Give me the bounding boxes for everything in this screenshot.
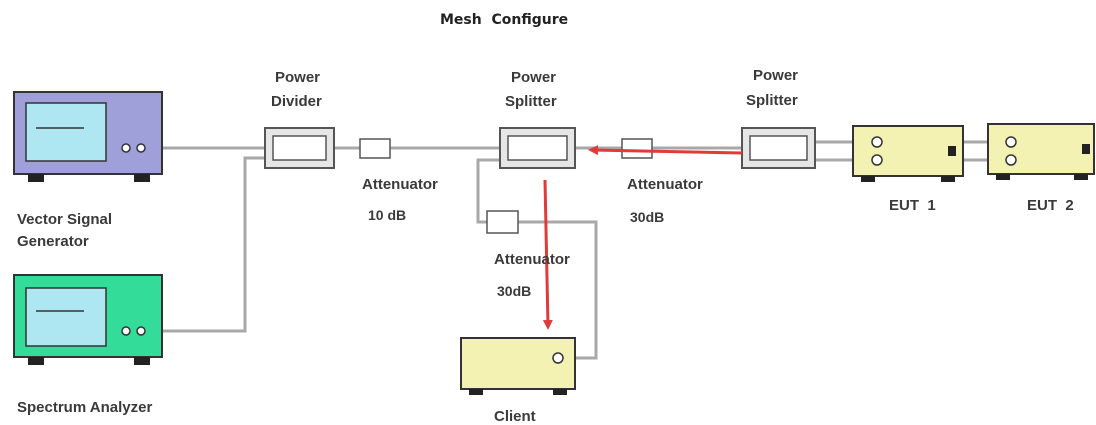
power-divider bbox=[264, 127, 335, 169]
cable-attclient-client bbox=[518, 220, 598, 360]
power-splitter-1-label-line1: Power bbox=[511, 69, 556, 86]
client-device bbox=[460, 337, 576, 395]
eut-2-label: EUT 2 bbox=[1027, 197, 1074, 214]
power-splitter-2-label-line2: Splitter bbox=[746, 92, 798, 109]
power-splitter-1 bbox=[499, 127, 576, 169]
power-divider-label-line1: Power bbox=[275, 69, 320, 86]
attenuator-10db bbox=[359, 138, 391, 159]
sa-label: Spectrum Analyzer bbox=[17, 399, 152, 416]
attenuator-30db-right-value: 30dB bbox=[630, 209, 664, 225]
eut-1-label: EUT 1 bbox=[889, 197, 936, 214]
attenuator-10db-value: 10 dB bbox=[368, 207, 406, 223]
eut-2 bbox=[987, 123, 1095, 180]
power-splitter-2 bbox=[741, 127, 816, 169]
vsg-label-line2: Generator bbox=[17, 233, 89, 250]
attenuator-30db-right-label: Attenuator bbox=[627, 176, 703, 193]
client-label: Client bbox=[494, 408, 536, 425]
signal-arrow-to-splitter bbox=[588, 145, 743, 156]
diagram-title: Mesh Configure bbox=[440, 12, 568, 28]
attenuator-30db-client-label: Attenuator bbox=[494, 251, 570, 268]
attenuator-10db-label: Attenuator bbox=[362, 176, 438, 193]
spectrum-analyzer bbox=[13, 274, 163, 365]
vsg-label-line1: Vector Signal bbox=[17, 211, 112, 228]
vector-signal-generator bbox=[13, 91, 163, 182]
attenuator-30db-right bbox=[621, 138, 653, 159]
signal-arrow-to-client bbox=[542, 179, 553, 330]
cable-sa-divider bbox=[152, 156, 265, 333]
cables bbox=[152, 140, 1002, 360]
cable-splitter1-attclient bbox=[476, 158, 500, 224]
attenuator-30db-client-value: 30dB bbox=[497, 283, 531, 299]
eut-1 bbox=[852, 125, 964, 182]
power-divider-label-line2: Divider bbox=[271, 93, 322, 110]
attenuator-30db-client bbox=[486, 210, 519, 234]
power-splitter-1-label-line2: Splitter bbox=[505, 93, 557, 110]
power-splitter-2-label-line1: Power bbox=[753, 67, 798, 84]
